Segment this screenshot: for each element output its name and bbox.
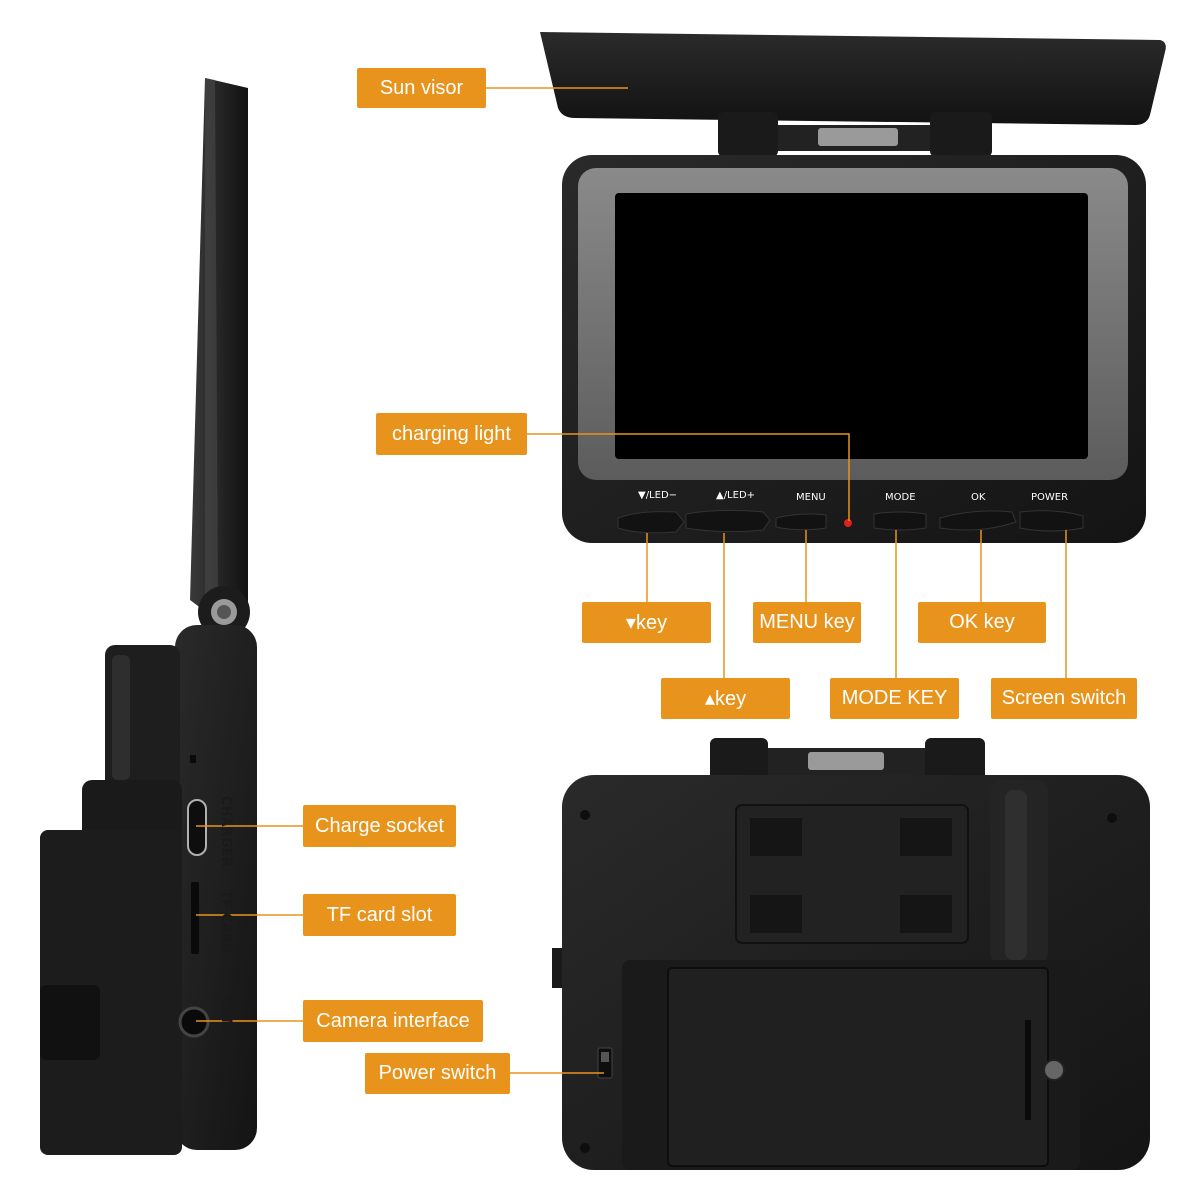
power-switch-on-label: ON xyxy=(600,1032,614,1042)
side-usb-c-port xyxy=(187,799,207,856)
front-screen xyxy=(615,193,1088,459)
back-battery-screw xyxy=(1043,1059,1065,1081)
front-label-led-minus: ▼/LED− xyxy=(638,490,678,501)
front-label-mode: MODE xyxy=(885,492,916,503)
side-body xyxy=(175,625,257,1150)
callout-sun-visor: Sun visor xyxy=(357,68,486,108)
front-label-power: POWER xyxy=(1031,492,1069,503)
front-sun-visor xyxy=(540,32,1166,125)
callout-tf-card-slot: TF card slot xyxy=(303,894,456,936)
side-label-charger: CHARGER xyxy=(218,796,234,868)
button-menu xyxy=(775,513,827,531)
front-label-menu: MENU xyxy=(796,492,826,503)
front-view xyxy=(540,32,1166,543)
side-view xyxy=(40,78,257,1155)
side-label-tf-card: TF CARD xyxy=(218,890,234,955)
button-mode xyxy=(873,511,927,531)
callout-screen-switch: Screen switch xyxy=(991,678,1137,719)
callout-charge-socket: Charge socket xyxy=(303,805,456,847)
callout-camera-interface: Camera interface xyxy=(303,1000,483,1042)
button-ok xyxy=(939,510,1017,531)
callout-up-key: ▴key xyxy=(661,678,790,719)
front-label-led-plus: ▲/LED+ xyxy=(716,490,756,501)
side-label-camera: CAMERA xyxy=(218,998,234,1061)
charging-led xyxy=(844,519,852,527)
button-led-plus xyxy=(685,509,771,533)
leader-lines xyxy=(196,87,1067,1074)
front-label-ok: OK xyxy=(971,492,986,503)
button-power xyxy=(1019,510,1084,532)
callout-charging-light: charging light xyxy=(376,413,527,455)
power-switch-off-label: OFF xyxy=(598,1086,616,1096)
callout-ok-key: OK key xyxy=(918,602,1046,643)
callout-down-key: ▾key xyxy=(582,602,711,643)
callout-menu-key: MENU key xyxy=(753,602,861,643)
leader-charging-light xyxy=(527,433,850,521)
callout-mode-key: MODE KEY xyxy=(830,678,959,719)
button-led-minus xyxy=(617,511,685,534)
back-view xyxy=(552,738,1150,1170)
side-tf-slot xyxy=(191,882,199,954)
side-sun-visor xyxy=(190,78,248,615)
callout-power-switch: Power switch xyxy=(365,1053,510,1094)
side-camera-jack xyxy=(178,1006,210,1038)
